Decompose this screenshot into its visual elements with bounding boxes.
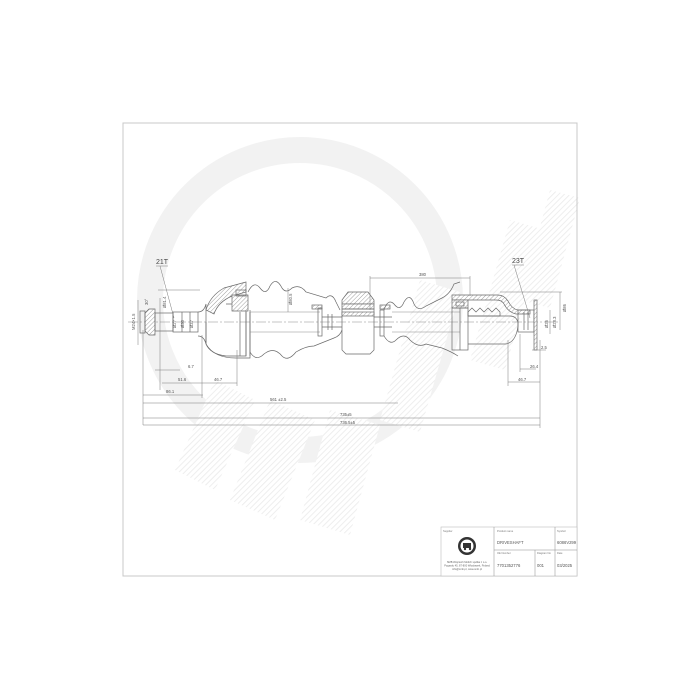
svg-text:6.7: 6.7	[188, 364, 194, 369]
oe-number: 7701352776	[497, 563, 521, 568]
svg-text:2.5: 2.5	[541, 345, 547, 350]
right-tripod-joint	[451, 294, 538, 351]
svg-text:736.5±5: 736.5±5	[340, 420, 356, 425]
svg-text:46.7: 46.7	[214, 377, 223, 382]
product-name: DRIVESHAFT	[497, 540, 524, 545]
diagram-no-caption: Diagram No	[537, 551, 551, 555]
left-dimensions: M24×1.5 30° Ø81.4 Ø27 Ø30 Ø37 Ø80.5 6.7 …	[131, 288, 293, 398]
svg-text:Ø86: Ø86	[562, 303, 567, 312]
svg-text:46.7: 46.7	[518, 377, 527, 382]
spline-callouts: 21T 23T	[156, 258, 531, 319]
svg-text:26.4: 26.4	[530, 364, 539, 369]
svg-text:SMB Wojciech Molich spółka z o: SMB Wojciech Molich spółka z o.o.	[447, 560, 488, 564]
right-dimensions: Ø86 Ø25 Ø28.3 2.5 26.4 46.7	[500, 291, 567, 386]
right-boot	[383, 281, 461, 357]
right-shaft	[374, 304, 392, 337]
overall-dimensions: 561 ±2.5 735±5 736.5±5 380	[142, 272, 541, 428]
supplier-logo	[458, 537, 476, 555]
svg-text:info@smb.pl, www.smb.pl: info@smb.pl, www.smb.pl	[452, 567, 482, 571]
svg-text:Ø37: Ø37	[189, 319, 194, 328]
svg-text:Ø81.4: Ø81.4	[162, 296, 167, 308]
left-cv-joint	[205, 281, 251, 359]
drawing-frame	[122, 122, 578, 577]
svg-text:Ø27: Ø27	[172, 319, 177, 328]
damper	[341, 291, 375, 355]
right-spline-label: 23T	[512, 258, 525, 265]
supplier-caption: Supplier	[443, 529, 453, 533]
svg-text:30°: 30°	[144, 298, 149, 305]
svg-text:86.1: 86.1	[166, 389, 175, 394]
date-value: 03/2025	[557, 563, 573, 568]
left-spline-label: 21T	[156, 259, 169, 266]
svg-text:M24×1.5: M24×1.5	[131, 313, 136, 330]
date-caption: Date	[557, 551, 563, 555]
product-name-caption: Product name	[497, 529, 514, 533]
svg-text:380: 380	[419, 272, 427, 277]
title-block: Supplier SMB Wojciech Molich spółka z o.…	[440, 526, 578, 577]
svg-text:Ø28.3: Ø28.3	[552, 316, 557, 328]
svg-text:Pogardu 45, 87-800 Włocławek,: Pogardu 45, 87-800 Włocławek, Poland	[444, 564, 490, 568]
svg-text:Ø25: Ø25	[544, 319, 549, 328]
svg-text:Ø80.5: Ø80.5	[288, 293, 293, 305]
svg-text:Ø30: Ø30	[180, 319, 185, 328]
intermediate-shaft	[322, 314, 342, 330]
svg-text:735±5: 735±5	[340, 412, 352, 417]
watermark	[137, 137, 580, 535]
symbol-value: 6086V299	[557, 540, 577, 545]
diagram-no: 001	[537, 563, 545, 568]
svg-text:51.6: 51.6	[178, 377, 187, 382]
svg-text:561 ±2.5: 561 ±2.5	[270, 397, 287, 402]
left-boot	[247, 281, 343, 359]
symbol-caption: Symbol	[557, 529, 566, 533]
oe-number-caption: OE Number	[497, 551, 511, 555]
